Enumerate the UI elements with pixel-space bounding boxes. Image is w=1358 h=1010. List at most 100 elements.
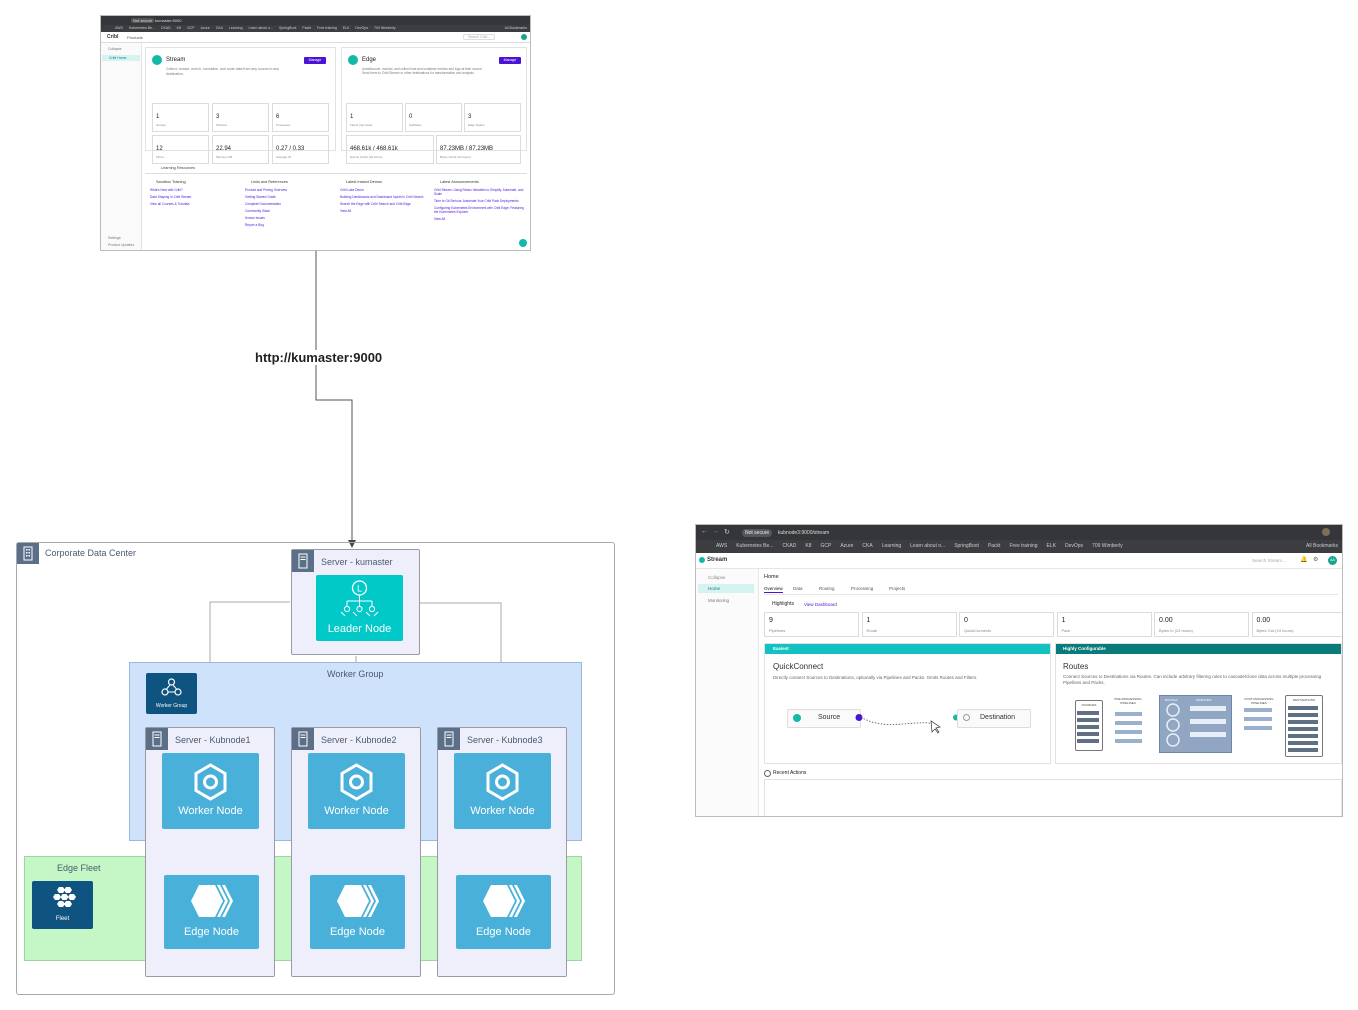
bookmark-item[interactable]: SpringBoot xyxy=(279,26,297,30)
bookmark-item[interactable]: AWS xyxy=(716,543,728,549)
learning-link[interactable]: View all Courses & Tutorials xyxy=(150,202,190,206)
learning-resources-toggle[interactable]: Learning Resources xyxy=(145,164,527,174)
bookmark-item[interactable]: SpringBoot xyxy=(954,543,979,549)
security-badge[interactable]: Not secure xyxy=(742,529,773,537)
bookmark-item[interactable]: Learning xyxy=(881,543,902,549)
profile-avatar[interactable] xyxy=(1322,528,1330,536)
routes-card[interactable]: Highly Configurable Routes Connect Sourc… xyxy=(1055,643,1342,764)
learning-link[interactable]: Complete Documentation xyxy=(245,202,281,206)
quickconnect-title: QuickConnect xyxy=(773,662,824,671)
view-dashboard-link[interactable]: View Dashboard xyxy=(804,602,837,607)
sidebar-item-settings[interactable]: Settings xyxy=(108,236,121,240)
nav-forward-icon[interactable]: → xyxy=(712,528,719,535)
url-text[interactable]: kubnode3:9000/stream xyxy=(778,530,830,536)
bookmark-item[interactable]: Kubernetes Be... xyxy=(128,26,155,30)
stream-logo-icon xyxy=(699,557,705,563)
bookmark-item[interactable]: 709 Wimberly xyxy=(374,26,396,30)
learning-link[interactable]: View All xyxy=(340,209,352,213)
all-bookmarks[interactable]: All Bookmarks xyxy=(1306,543,1338,549)
sidebar-item-monitoring[interactable]: Monitoring xyxy=(708,598,730,603)
reload-icon[interactable]: ↻ xyxy=(724,529,730,536)
stat-value: 3 xyxy=(468,114,472,120)
sidebar-item-home[interactable]: Home xyxy=(698,584,754,593)
sidebar-item-updates[interactable]: Product Updates xyxy=(108,243,135,247)
avatar[interactable] xyxy=(521,34,527,40)
learning-link[interactable]: Report a Bug xyxy=(245,223,264,227)
bookmark-item[interactable]: 709 Wimberly xyxy=(1092,543,1123,549)
bookmark-item[interactable]: Azure xyxy=(840,543,854,549)
bookmark-item[interactable]: ELK xyxy=(342,26,350,30)
bookmark-item[interactable]: GCP xyxy=(820,543,832,549)
user-avatar[interactable]: AA xyxy=(1328,556,1337,565)
bookmark-item[interactable]: Learning xyxy=(228,26,243,30)
bookmark-item[interactable]: CKAD xyxy=(782,543,797,549)
stat-label: Route xyxy=(866,628,878,633)
edge-fleet-label: Edge Fleet xyxy=(57,863,101,873)
bookmark-item[interactable]: K8 xyxy=(176,26,181,30)
nav-back-icon[interactable]: ← xyxy=(701,528,708,535)
collapse-button[interactable]: Collapse xyxy=(708,575,726,580)
bookmark-item[interactable]: Kubernetes Be... xyxy=(736,543,774,549)
bookmark-item[interactable]: Learn about o... xyxy=(910,543,946,549)
learning-link[interactable]: Product and Pricing Overview xyxy=(245,188,287,192)
bookmark-item[interactable]: CKA xyxy=(862,543,873,549)
url-text[interactable]: kumaster:9000 xyxy=(155,18,182,23)
bookmark-item[interactable]: GCP xyxy=(186,26,195,30)
learning-link[interactable]: Time to Git Serious: Automate Your Cribl… xyxy=(434,199,519,203)
help-fab[interactable] xyxy=(519,239,527,247)
tab-overview[interactable]: Overview xyxy=(764,586,783,593)
learning-link[interactable]: Getting Started Guide xyxy=(245,195,276,199)
bookmark-item[interactable]: CKA xyxy=(215,26,223,30)
learning-link[interactable]: View All xyxy=(434,217,446,221)
app-brand[interactable]: Cribl xyxy=(107,34,119,40)
learning-link[interactable]: Configuring Kubernetes Environment with … xyxy=(434,206,524,214)
security-badge[interactable]: Not secure xyxy=(131,18,155,23)
learning-link[interactable]: Cribl Stream: Using Redux Variables to S… xyxy=(434,188,524,196)
connector-http xyxy=(315,250,356,548)
tab-data[interactable]: Data xyxy=(793,586,803,591)
learning-link[interactable]: Data Shaping in Cribl Stream xyxy=(150,195,192,199)
browser-screenshot-stream-home: ← → ↻ Not secure kubnode3:9000/stream AW… xyxy=(696,525,1342,816)
stream-manage-button[interactable]: Manage xyxy=(304,57,326,64)
bookmark-item[interactable]: DevOps xyxy=(355,26,369,30)
gear-icon[interactable]: ⚙ xyxy=(1313,557,1319,563)
search-input[interactable]: Search Cribl... xyxy=(463,34,496,40)
bookmark-item[interactable]: Azure xyxy=(200,26,210,30)
bookmark-item[interactable]: Free training xyxy=(317,26,337,30)
learning-link[interactable]: Cribl Lake Demo xyxy=(340,188,364,192)
products-menu[interactable]: Products xyxy=(127,35,143,40)
bookmark-item[interactable]: CKAD xyxy=(160,26,171,30)
learning-link[interactable]: Known Issues xyxy=(245,216,265,220)
tab-routing[interactable]: Routing xyxy=(819,586,835,591)
learning-link[interactable]: What's New with Cribl? xyxy=(150,188,183,192)
app-brand[interactable]: Stream xyxy=(707,557,728,563)
edge-manage-button[interactable]: Manage xyxy=(499,57,521,64)
bookmark-item[interactable]: Packt xyxy=(302,26,312,30)
bookmark-item[interactable]: ELK xyxy=(1046,543,1056,549)
bookmark-item[interactable]: Learn about o... xyxy=(248,26,274,30)
collapse-button[interactable]: Collapse xyxy=(108,47,122,51)
quickconnect-card[interactable]: Easiest QuickConnect Directly connect So… xyxy=(764,643,1051,764)
bell-icon[interactable]: 🔔 xyxy=(1300,557,1308,563)
tab-projects[interactable]: Projects xyxy=(889,586,906,591)
bookmark-item[interactable]: AWS xyxy=(115,26,123,30)
learning-link[interactable]: Search the Edge with Cribl Search and Cr… xyxy=(340,202,411,206)
bookmark-item[interactable]: Packt xyxy=(987,543,1001,549)
learning-link[interactable]: Community Slack xyxy=(245,209,270,213)
bookmark-item[interactable]: Free training xyxy=(1009,543,1038,549)
sidebar-item-home[interactable]: Cribl Home xyxy=(102,55,140,61)
search-input[interactable]: Search Stream... xyxy=(1252,558,1286,563)
tab-processing[interactable]: Processing xyxy=(851,586,874,591)
learning-link[interactable]: Building Dashboards and Dashboard Inputs… xyxy=(340,195,424,199)
bookmark-item[interactable]: K8 xyxy=(805,543,812,549)
bookmark-item[interactable]: DevOps xyxy=(1064,543,1084,549)
all-bookmarks[interactable]: All Bookmarks xyxy=(504,26,527,30)
